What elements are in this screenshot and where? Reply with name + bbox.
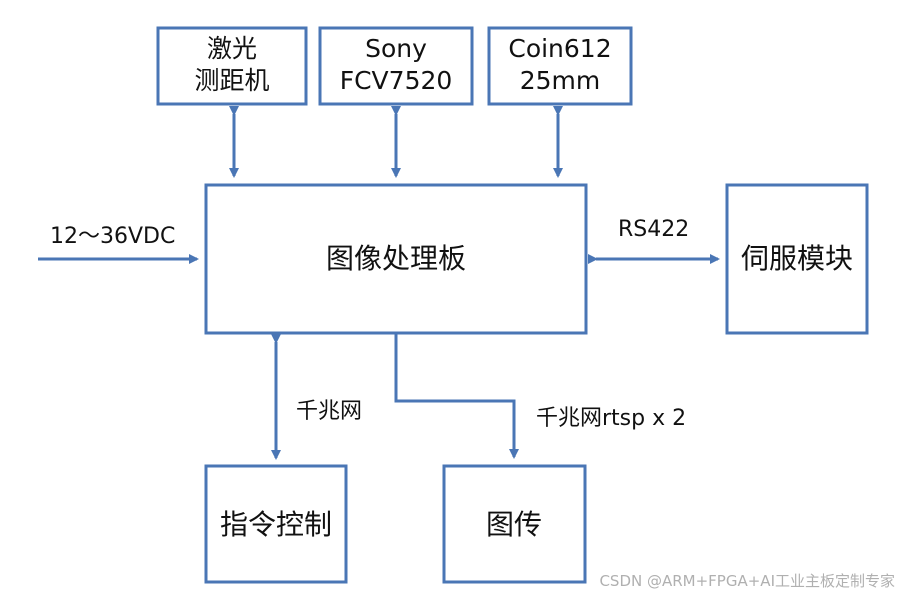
csdn-watermark: CSDN @ARM+FPGA+AI工业主板定制专家 — [599, 572, 895, 590]
rangefinder-label-line2: 测距机 — [194, 66, 269, 95]
servo-module-box — [725, 183, 869, 335]
image-transmission-box — [442, 464, 587, 584]
sony-label-line2: FCV7520 — [340, 66, 453, 95]
rangefinder-box — [156, 26, 308, 106]
image-processing-board-label: 图像处理板 — [326, 242, 466, 275]
coin612-box — [487, 26, 633, 106]
coin612-label-line1: Coin612 — [508, 34, 611, 63]
rs422-label: RS422 — [618, 217, 689, 242]
rangefinder-label-line1: 激光 — [207, 34, 257, 63]
sony-camera-box — [318, 26, 474, 106]
coin612-label-line2: 25mm — [520, 66, 601, 95]
sony-label-line1: Sony — [365, 34, 427, 63]
image-transmission-label: 图传 — [486, 508, 542, 541]
power-label: 12～36VDC — [50, 224, 175, 249]
servo-module-label: 伺服模块 — [741, 242, 853, 275]
command-control-box — [204, 464, 348, 584]
command-control-label: 指令控制 — [220, 508, 332, 541]
rtsp-transmission-link-arrow — [394, 334, 519, 459]
gigabit-rtsp-label: 千兆网rtsp x 2 — [536, 406, 686, 431]
gigabit-label: 千兆网 — [296, 399, 362, 424]
image-processing-board-box — [204, 183, 588, 335]
